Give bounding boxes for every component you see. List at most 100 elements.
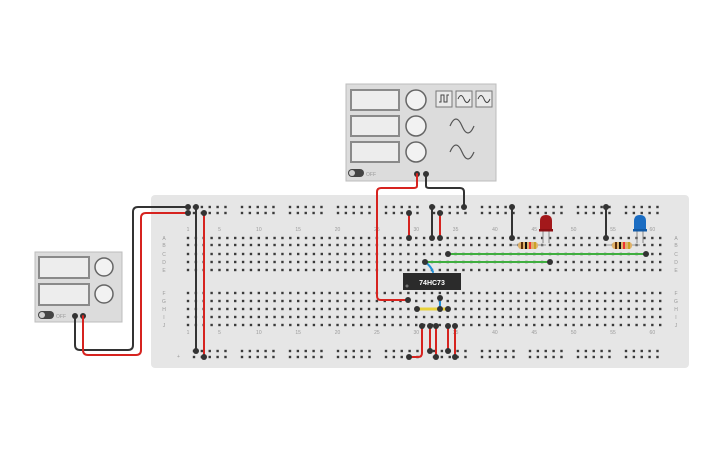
breadboard-hole[interactable] [611,323,615,327]
breadboard-hole[interactable] [608,205,611,209]
resistor[interactable] [512,242,546,249]
breadboard-hole[interactable] [512,355,515,359]
breadboard-hole[interactable] [430,243,434,247]
breadboard-hole[interactable] [407,315,410,319]
breadboard-hole[interactable] [265,236,268,240]
breadboard-hole[interactable] [533,307,536,311]
breadboard-hole[interactable] [257,323,261,327]
breadboard-hole[interactable] [560,349,563,353]
breadboard-hole[interactable] [462,323,465,327]
breadboard-hole[interactable] [416,349,419,353]
breadboard-hole[interactable] [320,236,323,240]
breadboard-hole[interactable] [257,243,261,247]
breadboard-hole[interactable] [635,315,638,319]
breadboard-hole[interactable] [399,243,402,247]
wire-red[interactable] [376,173,418,301]
wire-endpoint[interactable] [452,354,458,360]
breadboard-hole[interactable] [360,355,363,359]
breadboard-hole[interactable] [256,205,259,209]
breadboard-hole[interactable] [470,323,473,327]
breadboard-hole[interactable] [400,355,403,359]
breadboard-hole[interactable] [320,260,323,264]
breadboard-hole[interactable] [312,260,316,264]
breadboard-hole[interactable] [383,315,386,319]
breadboard-hole[interactable] [216,349,219,353]
breadboard-hole[interactable] [328,268,331,272]
current-knob[interactable] [94,284,114,304]
breadboard-hole[interactable] [470,291,473,295]
breadboard-hole[interactable] [464,211,467,215]
wire-endpoint[interactable] [461,204,467,210]
breadboard-hole[interactable] [400,205,403,209]
breadboard-hole[interactable] [462,243,465,247]
breadboard-hole[interactable] [651,260,654,264]
breadboard-hole[interactable] [264,205,267,209]
breadboard-hole[interactable] [485,323,489,327]
breadboard-hole[interactable] [336,349,340,353]
breadboard-hole[interactable] [588,315,591,319]
breadboard-hole[interactable] [415,252,418,256]
breadboard-hole[interactable] [446,299,449,303]
breadboard-hole[interactable] [328,299,331,303]
breadboard-hole[interactable] [249,236,253,240]
breadboard-hole[interactable] [367,323,371,327]
breadboard-hole[interactable] [210,243,213,247]
breadboard-hole[interactable] [659,291,662,295]
breadboard-hole[interactable] [289,315,292,319]
wire-black[interactable] [74,206,189,351]
breadboard-hole[interactable] [627,268,630,272]
breadboard-hole[interactable] [603,299,607,303]
wire-endpoint[interactable] [406,354,412,360]
breadboard-hole[interactable] [328,236,331,240]
breadboard-hole[interactable] [312,299,316,303]
breadboard-hole[interactable] [588,307,591,311]
breadboard-hole[interactable] [517,236,520,240]
breadboard-hole[interactable] [241,260,245,264]
breadboard-hole[interactable] [296,291,300,295]
breadboard-hole[interactable] [627,307,630,311]
breadboard-hole[interactable] [596,315,599,319]
breadboard-hole[interactable] [186,236,190,240]
breadboard-hole[interactable] [501,243,504,247]
breadboard-hole[interactable] [296,252,300,256]
breadboard-hole[interactable] [281,315,284,319]
breadboard-hole[interactable] [296,260,300,264]
breadboard-hole[interactable] [383,236,386,240]
breadboard-hole[interactable] [564,323,567,327]
breadboard-hole[interactable] [540,236,544,240]
breadboard-hole[interactable] [218,260,221,264]
breadboard-hole[interactable] [564,268,567,272]
breadboard-hole[interactable] [493,268,497,272]
resistor[interactable] [606,242,640,249]
breadboard-hole[interactable] [619,307,623,311]
breadboard-hole[interactable] [312,323,316,327]
breadboard-hole[interactable] [564,299,567,303]
breadboard-hole[interactable] [265,323,268,327]
breadboard-hole[interactable] [400,349,403,353]
breadboard-hole[interactable] [448,205,451,209]
wire-endpoint[interactable] [437,295,443,301]
breadboard-hole[interactable] [399,315,402,319]
breadboard-hole[interactable] [218,291,221,295]
breadboard-hole[interactable] [296,205,300,209]
breadboard-hole[interactable] [540,307,544,311]
breadboard-hole[interactable] [556,243,560,247]
breadboard-hole[interactable] [564,315,567,319]
breadboard-hole[interactable] [501,291,504,295]
breadboard-hole[interactable] [572,291,575,295]
breadboard-hole[interactable] [383,268,386,272]
breadboard-hole[interactable] [234,323,237,327]
breadboard-hole[interactable] [496,211,499,215]
breadboard-hole[interactable] [643,236,646,240]
breadboard-hole[interactable] [320,268,323,272]
breadboard-hole[interactable] [359,252,363,256]
breadboard-hole[interactable] [656,205,659,209]
breadboard-hole[interactable] [234,291,237,295]
breadboard-hole[interactable] [552,205,555,209]
breadboard-hole[interactable] [368,211,371,215]
breadboard-hole[interactable] [509,299,512,303]
breadboard-hole[interactable] [659,268,662,272]
breadboard-hole[interactable] [392,211,396,215]
breadboard-hole[interactable] [216,355,219,359]
